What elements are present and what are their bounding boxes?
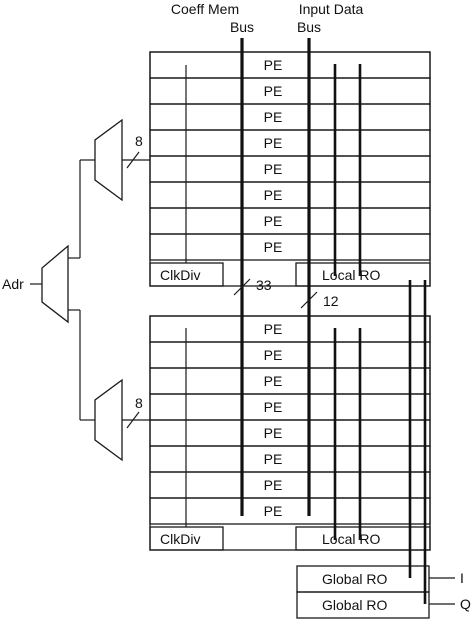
top-pe-label: PE xyxy=(264,187,283,203)
bottom-pe-label: PE xyxy=(264,321,283,337)
top-pe-label: PE xyxy=(264,57,283,73)
top-pe-row xyxy=(149,129,431,157)
top-decoder-width-slash xyxy=(126,151,140,169)
top-pe-row xyxy=(149,181,431,209)
top-pe-label: PE xyxy=(264,213,283,229)
bottom-decoder-width-slash xyxy=(126,411,140,429)
root-decoder-mux xyxy=(41,244,69,324)
adr-label: Adr xyxy=(2,276,24,292)
input-bus-label-line1: Input Data xyxy=(299,1,364,17)
bottom-pe-label: PE xyxy=(264,477,283,493)
input-bus-width-slash xyxy=(300,291,318,309)
bottom-pe-rows: PE PE PE PE PE PE PE PE xyxy=(149,315,431,525)
top-pe-row xyxy=(149,103,431,131)
top-decoder-width-label: 8 xyxy=(135,133,143,149)
bottom-local-ro-box xyxy=(295,526,431,551)
bottom-pe-row xyxy=(149,367,431,395)
coeff-bus-label-line1: Coeff Mem xyxy=(171,1,239,17)
bottom-pe-row xyxy=(149,393,431,421)
bottom-pe-row xyxy=(149,471,431,499)
top-clkdiv-label: ClkDiv xyxy=(160,267,200,283)
global-ro-q-label: Global RO xyxy=(322,597,387,613)
bottom-pe-label: PE xyxy=(264,451,283,467)
coeff-bus-width-label: 33 xyxy=(256,277,272,293)
top-bank-outline xyxy=(149,51,431,287)
bottom-pe-label: PE xyxy=(264,425,283,441)
global-ro-i-label: Global RO xyxy=(322,571,387,587)
bottom-bank-outline xyxy=(149,315,431,551)
bottom-pe-label: PE xyxy=(264,347,283,363)
top-local-ro-label: Local RO xyxy=(322,267,380,283)
top-pe-label: PE xyxy=(264,109,283,125)
address-decoder: Adr 8 8 xyxy=(2,118,150,462)
top-pe-label: PE xyxy=(264,83,283,99)
top-pe-row xyxy=(149,51,431,79)
input-bus-width-label: 12 xyxy=(323,293,339,309)
bottom-pe-label: PE xyxy=(264,503,283,519)
global-readout: Global RO Global RO I Q xyxy=(296,280,471,619)
output-i-label: I xyxy=(460,570,464,586)
bottom-decoder-width-label: 8 xyxy=(135,395,143,411)
bottom-pe-label: PE xyxy=(264,399,283,415)
top-pe-row xyxy=(149,233,431,261)
bottom-pe-row xyxy=(149,419,431,447)
top-decoder-mux xyxy=(94,118,123,202)
top-pe-label: PE xyxy=(264,135,283,151)
bottom-clkdiv-label: ClkDiv xyxy=(160,531,200,547)
coeff-bus-label-line2: Bus xyxy=(230,19,254,35)
top-pe-row xyxy=(149,155,431,183)
top-local-ro-box xyxy=(295,262,431,287)
top-pe-row xyxy=(149,77,431,105)
top-pe-row xyxy=(149,207,431,235)
bottom-decoder-mux xyxy=(94,378,123,462)
top-pe-rows: PE PE PE PE PE PE PE PE xyxy=(149,51,431,261)
coeff-bus-width-slash xyxy=(233,278,251,296)
output-q-label: Q xyxy=(460,596,471,612)
input-bus-label-line2: Bus xyxy=(297,19,321,35)
bottom-local-ro-label: Local RO xyxy=(322,531,380,547)
bottom-bank: PE PE PE PE PE PE PE PE ClkDiv Local RO xyxy=(149,315,431,551)
global-ro-q-box xyxy=(296,591,430,619)
top-pe-label: PE xyxy=(264,161,283,177)
bottom-pe-row xyxy=(149,445,431,473)
bottom-pe-row xyxy=(149,497,431,525)
top-bank: PE PE PE PE PE PE PE PE ClkDiv Local RO xyxy=(149,51,431,287)
bottom-pe-row xyxy=(149,315,431,343)
top-pe-label: PE xyxy=(264,239,283,255)
bottom-pe-label: PE xyxy=(264,373,283,389)
bottom-pe-row xyxy=(149,341,431,369)
